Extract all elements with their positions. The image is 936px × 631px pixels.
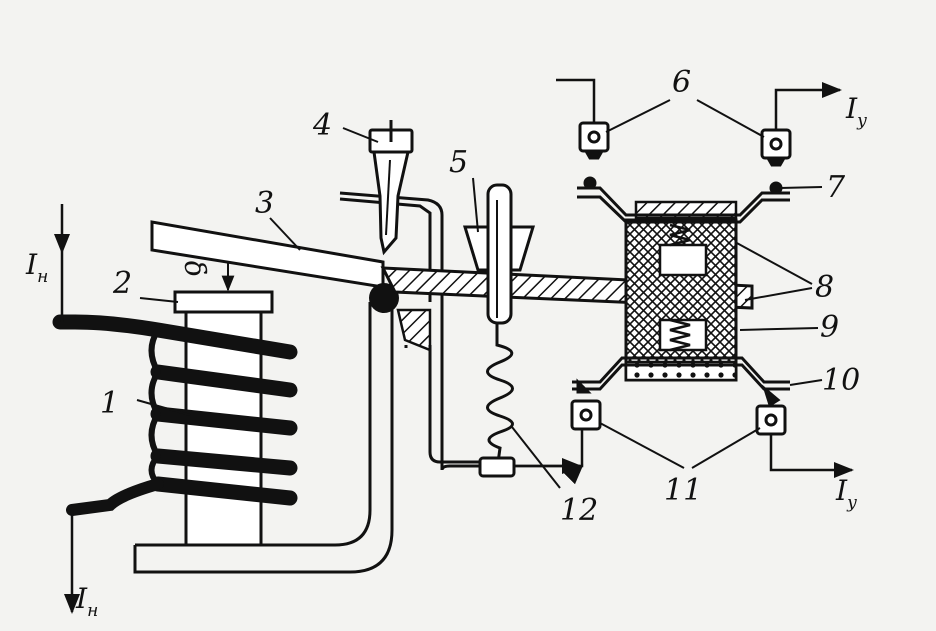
label-lower-terminals: 11	[664, 473, 702, 508]
labels: 1 2 3 4 5 6 7 8 9 10 11 12 δ Iн Iн Iу Iу	[25, 65, 867, 621]
wires	[54, 78, 854, 614]
label-bridges: 8	[815, 270, 834, 305]
spring	[478, 323, 516, 478]
spring-pin	[486, 183, 513, 325]
screw-bracket	[339, 191, 495, 471]
label-stop: 5	[449, 145, 468, 180]
yoke-bracket	[133, 302, 394, 574]
leader-lines	[136, 99, 823, 489]
label-upper-terminals: 6	[672, 65, 691, 100]
current-out-top: Iу	[845, 92, 867, 131]
current-in-bottom: Iн	[75, 582, 98, 621]
lower-terminals	[570, 399, 787, 436]
label-armature: 3	[255, 186, 274, 221]
pivot-support	[396, 308, 432, 352]
contact-housing	[624, 200, 738, 382]
label-spring: 12	[560, 493, 598, 528]
label-upper-contacts: 7	[826, 170, 846, 205]
label-coil: 1	[100, 386, 119, 421]
upper-contact-bridge	[577, 176, 790, 224]
label-gap: δ	[177, 257, 212, 279]
label-insulator: 9	[820, 310, 839, 345]
current-in-top: Iн	[25, 248, 48, 287]
adjusting-screw	[368, 120, 414, 256]
lower-contact-bridge	[572, 356, 790, 408]
label-core: 2	[112, 266, 132, 301]
coil	[52, 314, 298, 516]
label-screw: 4	[312, 108, 332, 143]
pivot	[369, 283, 399, 313]
label-lower-contacts: 10	[822, 363, 860, 398]
current-out-bottom: Iу	[835, 474, 857, 513]
